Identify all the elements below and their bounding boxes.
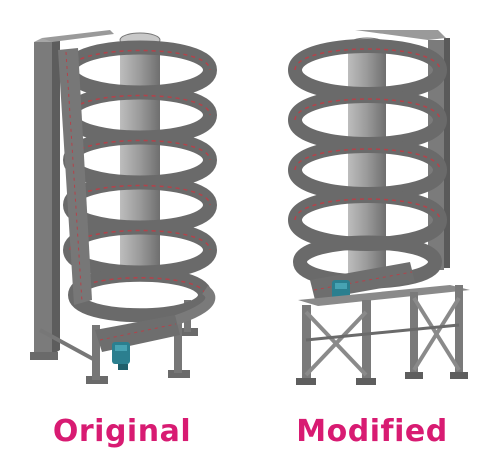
spiral-tier-3 [287, 139, 448, 201]
modified-spiral-conveyor-illustration [287, 30, 470, 385]
original-spiral-conveyor-illustration [30, 30, 218, 384]
spiral-tier-2 [287, 89, 448, 151]
spiral-tiers [287, 39, 448, 289]
frame [30, 30, 198, 384]
spiral-tier-6 [67, 267, 213, 323]
support-stand [296, 285, 470, 385]
center-column [119, 32, 161, 280]
infeed-chute [58, 48, 92, 305]
original-caption: Original [52, 414, 192, 449]
spiral-tier-1 [287, 39, 448, 101]
drive-motor-icon [112, 342, 130, 370]
modified-caption: Modified [296, 414, 448, 449]
